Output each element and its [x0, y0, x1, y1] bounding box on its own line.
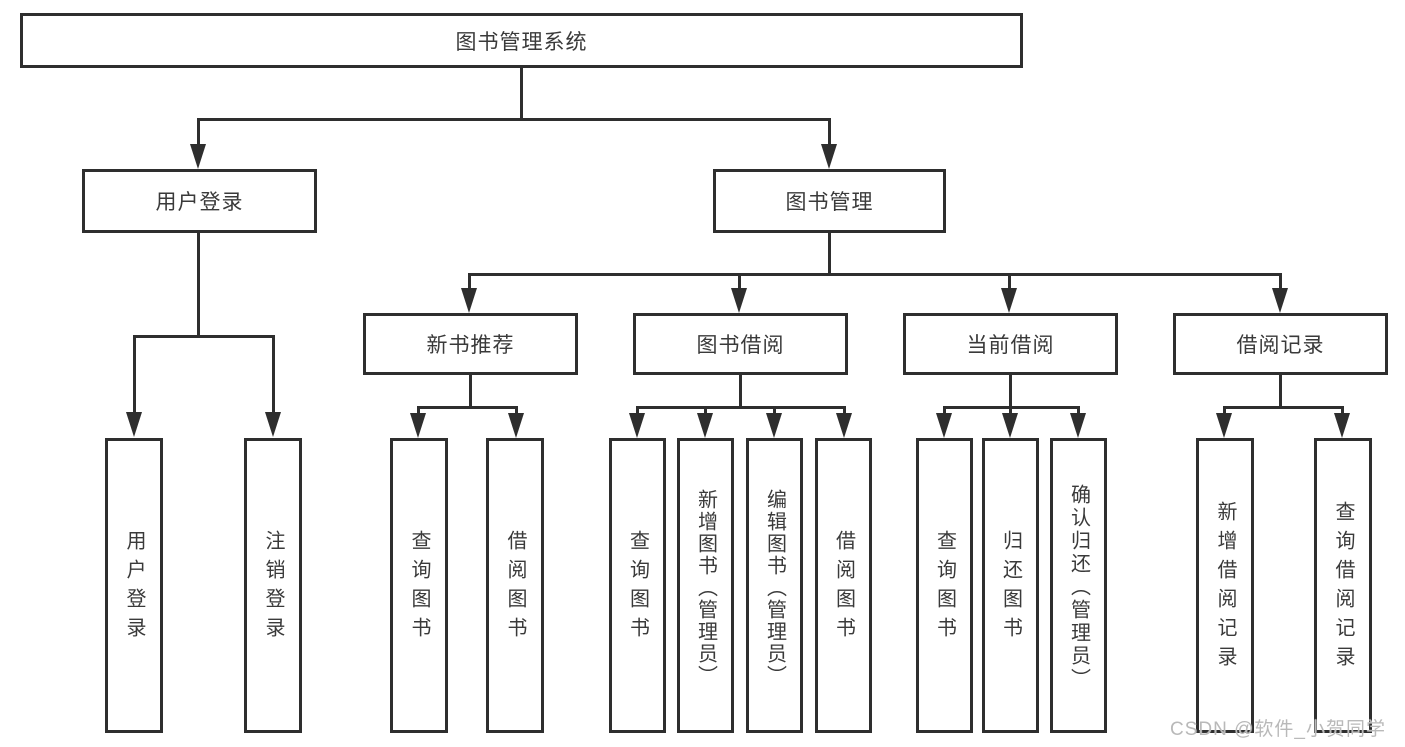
connector-line: [1341, 406, 1344, 415]
connector-line: [468, 273, 1282, 276]
leaf-edit-books-admin-label: 编辑图书（管理员）: [763, 488, 786, 687]
connector-line: [739, 375, 742, 406]
leaf-query-borrow-record: 查询借阅记录: [1314, 438, 1372, 733]
connector-line: [636, 406, 846, 409]
arrowhead-icon: [836, 413, 852, 438]
leaf-borrow-books-2-label: 借阅图书: [832, 529, 855, 646]
connector-line: [843, 406, 846, 415]
connector-line: [468, 273, 471, 291]
leaf-user-login: 用户登录: [105, 438, 163, 733]
arrowhead-icon: [508, 413, 524, 438]
leaf-logout: 注销登录: [244, 438, 302, 733]
csdn-watermark: CSDN @软件_小贺同学: [1170, 719, 1386, 740]
leaf-query-books-1: 查询图书: [390, 438, 448, 733]
connector-line: [1008, 273, 1011, 291]
arrowhead-icon: [629, 413, 645, 438]
connector-line: [515, 406, 518, 415]
connector-line: [520, 68, 523, 118]
connector-line: [1279, 375, 1282, 406]
node-new-book-recommend: 新书推荐: [363, 313, 578, 375]
leaf-user-login-label: 用户登录: [123, 529, 145, 646]
leaf-query-books-3-label: 查询图书: [933, 529, 956, 646]
leaf-confirm-return-admin: 确认归还（管理员）: [1050, 438, 1107, 733]
connector-line: [417, 406, 518, 409]
connector-line: [1009, 375, 1012, 406]
node-current-borrow-label: 当前借阅: [966, 334, 1055, 357]
node-user-login: 用户登录: [82, 169, 317, 233]
connector-line: [1223, 406, 1226, 415]
leaf-add-borrow-record: 新增借阅记录: [1196, 438, 1254, 733]
connector-line: [133, 335, 275, 338]
connector-line: [738, 273, 741, 291]
leaf-confirm-return-admin-label: 确认归还（管理员）: [1067, 484, 1090, 691]
leaf-query-books-3: 查询图书: [916, 438, 973, 733]
arrowhead-icon: [731, 288, 747, 313]
connector-line: [773, 406, 776, 415]
arrowhead-icon: [1334, 413, 1350, 438]
connector-line: [1009, 406, 1012, 415]
connector-line: [133, 335, 136, 413]
leaf-query-books-2: 查询图书: [609, 438, 666, 733]
arrowhead-icon: [265, 412, 281, 437]
connector-line: [197, 118, 831, 121]
connector-line: [469, 375, 472, 406]
connector-line: [943, 406, 946, 415]
leaf-add-borrow-record-label: 新增借阅记录: [1214, 500, 1236, 675]
arrowhead-icon: [410, 413, 426, 438]
node-new-book-recommend-label: 新书推荐: [426, 334, 515, 357]
node-root: 图书管理系统: [20, 13, 1023, 68]
connector-line: [828, 118, 831, 146]
leaf-logout-label: 注销登录: [262, 529, 284, 646]
arrowhead-icon: [936, 413, 952, 438]
leaf-add-books-admin-label: 新增图书（管理员）: [694, 488, 717, 687]
arrowhead-icon: [697, 413, 713, 438]
node-book-management-label: 图书管理: [785, 191, 874, 214]
leaf-edit-books-admin: 编辑图书（管理员）: [746, 438, 803, 733]
leaf-borrow-books-1-label: 借阅图书: [504, 529, 526, 646]
node-borrow-records-label: 借阅记录: [1236, 334, 1325, 357]
leaf-return-books-label: 归还图书: [999, 529, 1022, 646]
connector-line: [1223, 406, 1344, 409]
node-root-label: 图书管理系统: [455, 30, 588, 54]
leaf-add-books-admin: 新增图书（管理员）: [677, 438, 734, 733]
leaf-query-books-1-label: 查询图书: [408, 529, 430, 646]
connector-line: [417, 406, 420, 415]
arrowhead-icon: [1272, 288, 1288, 313]
leaf-return-books: 归还图书: [982, 438, 1039, 733]
node-book-management: 图书管理: [713, 169, 946, 233]
connector-line: [197, 233, 200, 335]
node-book-borrow: 图书借阅: [633, 313, 848, 375]
connector-line: [197, 118, 200, 146]
leaf-borrow-books-1: 借阅图书: [486, 438, 544, 733]
arrowhead-icon: [766, 413, 782, 438]
arrowhead-icon: [1070, 413, 1086, 438]
connector-line: [636, 406, 639, 415]
connector-line: [1077, 406, 1080, 415]
arrowhead-icon: [821, 144, 837, 169]
connector-line: [704, 406, 707, 415]
connector-line: [828, 233, 831, 273]
arrowhead-icon: [1216, 413, 1232, 438]
leaf-borrow-books-2: 借阅图书: [815, 438, 872, 733]
node-borrow-records: 借阅记录: [1173, 313, 1388, 375]
arrowhead-icon: [461, 288, 477, 313]
arrowhead-icon: [126, 412, 142, 437]
leaf-query-borrow-record-label: 查询借阅记录: [1332, 500, 1354, 675]
node-book-borrow-label: 图书借阅: [696, 334, 785, 357]
node-user-login-label: 用户登录: [155, 191, 244, 214]
arrowhead-icon: [1002, 413, 1018, 438]
arrowhead-icon: [190, 144, 206, 169]
connector-line: [1279, 273, 1282, 291]
connector-line: [272, 335, 275, 413]
arrowhead-icon: [1001, 288, 1017, 313]
leaf-query-books-2-label: 查询图书: [626, 529, 649, 646]
node-current-borrow: 当前借阅: [903, 313, 1118, 375]
